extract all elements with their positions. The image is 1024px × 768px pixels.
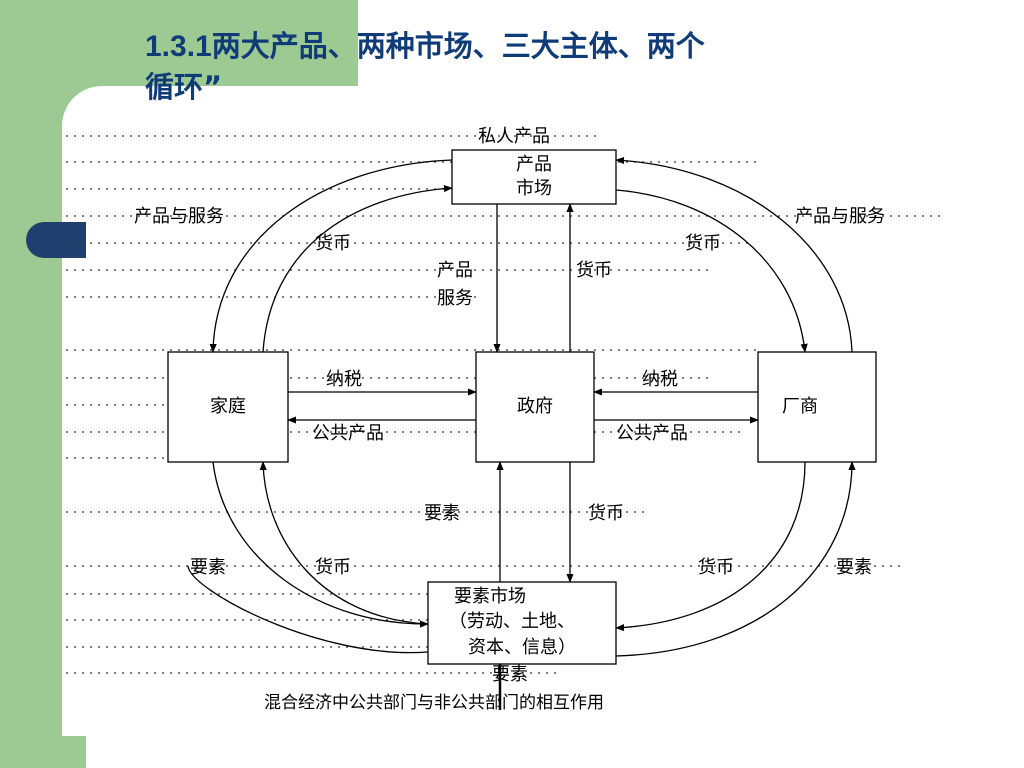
firm-label: 厂商 [782,396,818,417]
label-factors-left: 要素 [190,557,226,578]
flow-arrows [187,156,856,710]
label-money-gov-top: 货币 [576,260,612,281]
money-to-household-arrow [259,461,429,625]
slide-title: 1.3.1两大产品、两种市场、三大主体、两个 循环” [145,26,845,108]
label-money-right-bottom: 货币 [698,557,734,578]
navy-bullet-shape [26,222,86,258]
factor-market-label-2: （劳动、土地、 [449,611,575,632]
factors-from-household-arrow [212,461,429,628]
dotted-ruled-lines [66,135,940,674]
label-public-goods-left: 公共产品 [312,423,384,444]
label-service-2: 服务 [437,288,473,309]
factor-market-label-3: 资本、信息） [468,637,576,658]
label-money-gov-bottom: 货币 [588,503,624,524]
label-goods-services-right: 产品与服务 [795,206,885,227]
label-money-left-top: 货币 [315,233,351,254]
factor-market-label-1: 要素市场 [454,586,526,607]
government-box [475,351,595,463]
label-factors-right: 要素 [836,557,872,578]
factors-to-firm-arrow [615,461,856,657]
label-money-left-bottom: 货币 [315,557,351,578]
label-money-right-top: 货币 [685,233,721,254]
factor-market-box [427,581,617,665]
label-goods-services-left: 产品与服务 [134,206,224,227]
label-factors-bottom: 要素 [492,664,528,685]
diagram-caption: 混合经济中公共部门与非公共部门的相互作用 [264,693,604,713]
firm-box [757,351,877,463]
money-to-firm-arrow [615,189,808,353]
label-factors-gov: 要素 [424,503,460,524]
factors-bottom-left-curve [187,565,429,654]
household-box [167,351,289,463]
product-market-label-1: 产品 [516,154,552,175]
product-market-box [451,149,617,205]
household-label: 家庭 [210,396,246,417]
label-public-goods-right: 公共产品 [616,423,688,444]
government-label: 政府 [517,396,553,417]
money-to-product-market-arrow [262,184,453,353]
title-line-2: 循环” [145,70,223,104]
label-private-products: 私人产品 [478,126,550,147]
goods-to-household-arrow [209,159,453,353]
goods-from-firm-arrow [615,156,853,353]
product-market-label-2: 市场 [516,178,552,199]
title-line-1: 两大产品、两种市场、三大主体、两个 [211,29,705,63]
label-tax-left: 纳税 [326,369,362,390]
label-tax-right: 纳税 [642,369,678,390]
money-from-firm-arrow [615,461,806,632]
label-product-1: 产品 [437,260,473,281]
title-number: 1.3.1 [145,30,212,63]
